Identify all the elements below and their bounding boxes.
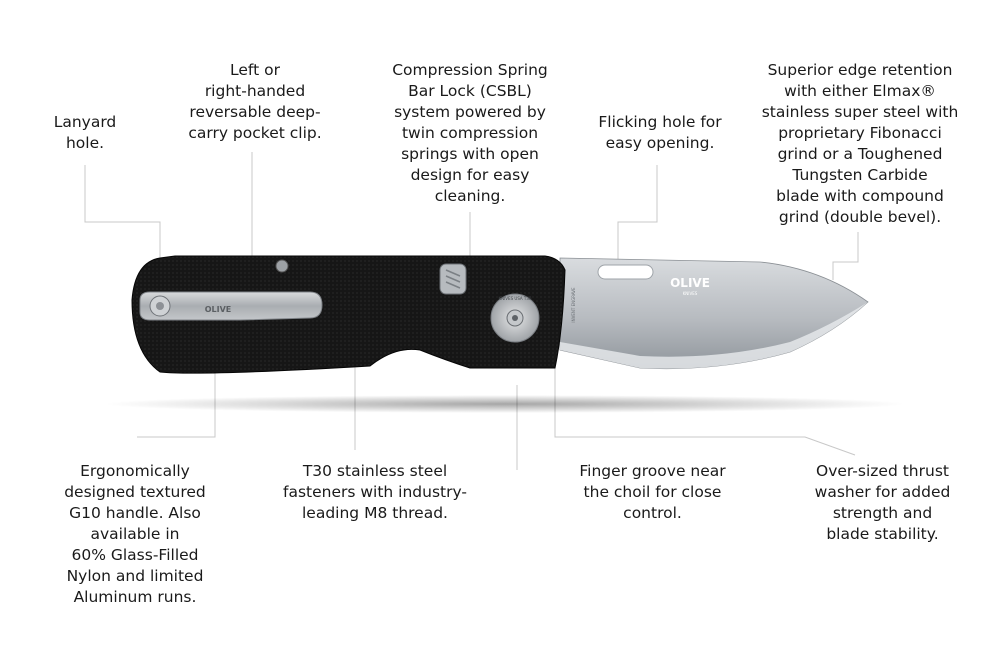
blade-edge-bevel: [560, 302, 868, 369]
washer-text: KNIVES USA T30: [499, 296, 532, 301]
handle-callout: Ergonomically designed textured G10 hand…: [64, 462, 206, 606]
clip-logo: OLIVE: [205, 305, 232, 314]
blade-spine-text: INVENT ENGRAVE: [571, 287, 576, 323]
pocket-clip-callout: Left or right-handed reversable deep- ca…: [188, 61, 322, 142]
fasteners-callout: T30 stainless steel fasteners with indus…: [282, 462, 467, 522]
flicking-hole-callout: Flicking hole for easy opening.: [598, 113, 722, 152]
knife-shadow: [105, 395, 905, 413]
blade-logo-sub: KNIVES: [683, 291, 698, 296]
lanyard-screw: [156, 302, 164, 310]
pivot-pin: [275, 259, 289, 273]
leader-lanyard: [84, 165, 161, 290]
lanyard-hole-callout: Lanyard hole.: [53, 113, 117, 152]
leader-flick: [617, 165, 658, 265]
thrust-washer-callout: Over-sized thrust washer for added stren…: [814, 462, 951, 543]
pivot-screw-torx: [512, 315, 518, 321]
leader-washer: [554, 350, 856, 456]
blade-logo: OLIVE: [670, 276, 710, 290]
flicking-hole: [597, 264, 654, 280]
edge-retention-callout: Superior edge retention with either Elma…: [761, 61, 959, 226]
compression-spring: [445, 269, 461, 289]
finger-groove-callout: Finger groove near the choil for close c…: [579, 462, 726, 522]
leader-edge: [832, 232, 859, 280]
csbl-lock-callout: Compression Spring Bar Lock (CSBL) syste…: [392, 61, 548, 205]
leader-handle: [137, 345, 216, 438]
pocket-clip: [139, 291, 323, 321]
